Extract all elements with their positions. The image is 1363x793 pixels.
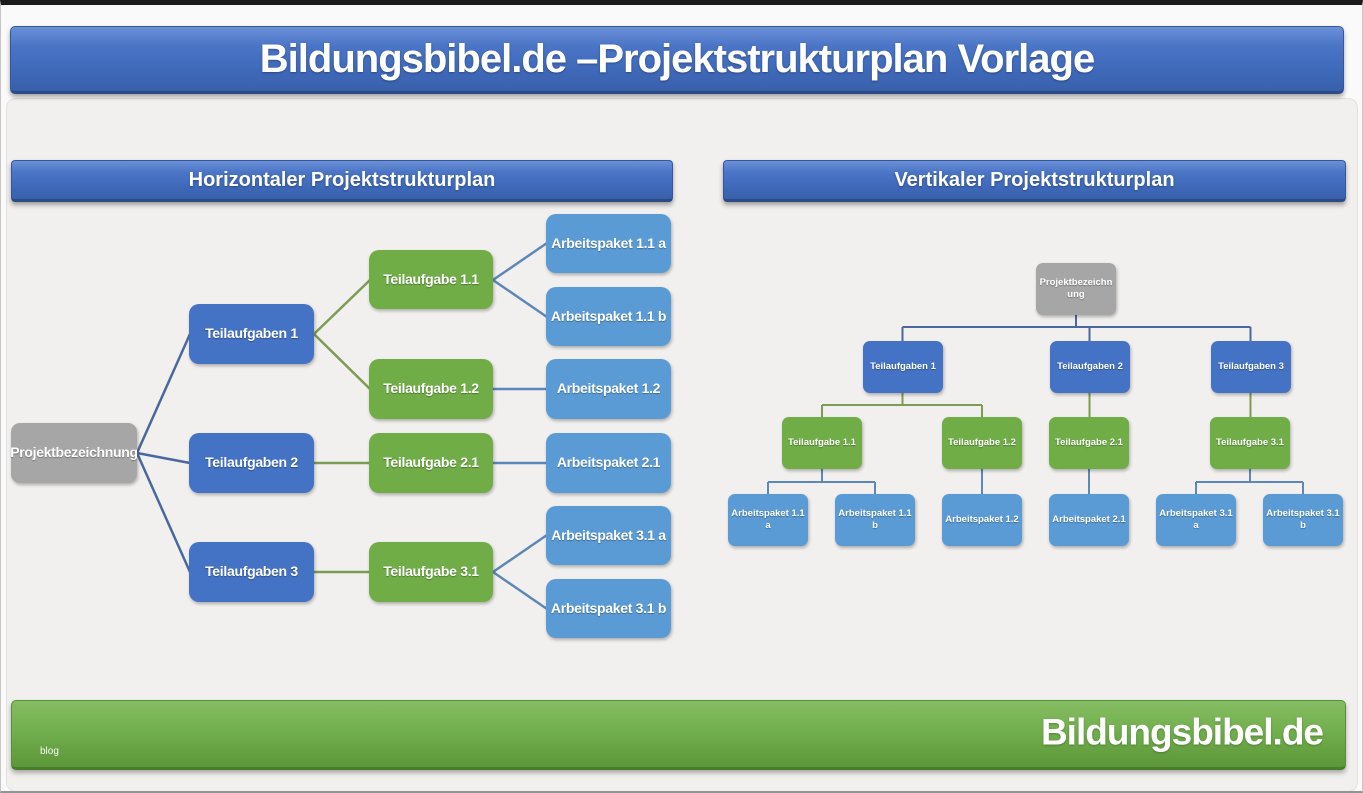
v-workpackage-3-1-b-node: Arbeitspaket 3.1 b [1263, 494, 1343, 546]
h-workpackage-1-2-node: Arbeitspaket 1.2 [546, 359, 671, 419]
v-workpackage-1-1-a-node: Arbeitspaket 1.1 a [728, 494, 808, 546]
v-subtask-2-1-node: Teilaufgabe 2.1 [1049, 417, 1129, 469]
v-workpackage-3-1-a-node: Arbeitspaket 3.1 a [1156, 494, 1236, 546]
v-workpackage-1-2-node: Arbeitspaket 1.2 [942, 494, 1022, 546]
v-task-2-node: Teilaufgaben 2 [1050, 341, 1130, 393]
page-title: Bildungsbibel.de –Projektstrukturplan Vo… [10, 26, 1344, 94]
h-workpackage-1-1-b-node: Arbeitspaket 1.1 b [546, 287, 671, 346]
h-workpackage-3-1-a-node: Arbeitspaket 3.1 a [546, 506, 671, 565]
v-workpackage-1-1-b-node: Arbeitspaket 1.1 b [835, 494, 915, 546]
v-subtask-1-2-node: Teilaufgabe 1.2 [942, 417, 1022, 469]
h-workpackage-2-1-node: Arbeitspaket 2.1 [546, 433, 671, 493]
section-header-horizontal: Horizontaler Projektstrukturplan [11, 160, 673, 202]
footer-banner: blog Bildungsbibel.de [11, 700, 1346, 770]
h-root-node: Projektbezeichnung [10, 423, 138, 483]
section-header-vertical: Vertikaler Projektstrukturplan [723, 160, 1346, 202]
h-subtask-1-1-node: Teilaufgabe 1.1 [369, 250, 493, 309]
h-subtask-2-1-node: Teilaufgabe 2.1 [369, 433, 493, 493]
h-subtask-1-2-node: Teilaufgabe 1.2 [369, 359, 493, 419]
v-subtask-3-1-node: Teilaufgabe 3.1 [1210, 417, 1290, 469]
v-task-1-node: Teilaufgaben 1 [863, 341, 943, 393]
h-task-2-node: Teilaufgaben 2 [189, 433, 314, 493]
h-task-1-node: Teilaufgaben 1 [189, 304, 314, 364]
v-workpackage-2-1-node: Arbeitspaket 2.1 [1049, 494, 1129, 546]
h-subtask-3-1-node: Teilaufgabe 3.1 [369, 542, 493, 602]
h-workpackage-3-1-b-node: Arbeitspaket 3.1 b [546, 579, 671, 638]
h-workpackage-1-1-a-node: Arbeitspaket 1.1 a [546, 214, 671, 273]
footer-brand: Bildungsbibel.de [1040, 711, 1324, 753]
v-root-node: Projektbezeichnung [1036, 263, 1116, 315]
v-task-3-node: Teilaufgaben 3 [1211, 341, 1291, 393]
v-subtask-1-1-node: Teilaufgabe 1.1 [782, 417, 862, 469]
footer-blog-label: blog [40, 746, 59, 757]
h-task-3-node: Teilaufgaben 3 [189, 542, 314, 602]
